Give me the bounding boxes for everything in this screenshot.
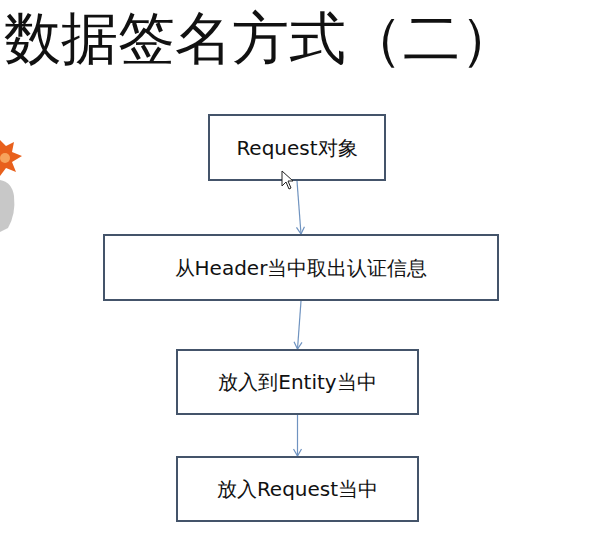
box-label: Request对象 — [236, 136, 357, 160]
gear-icon — [0, 140, 22, 176]
flow-arrow — [297, 181, 301, 234]
process-box: 放入到Entity当中 — [176, 349, 419, 415]
flow-arrow — [298, 301, 302, 349]
flow-arrow — [297, 415, 298, 456]
figure-icon — [0, 180, 14, 232]
process-box: Request对象 — [208, 114, 386, 181]
box-label: 放入Request当中 — [217, 477, 378, 501]
box-label: 放入到Entity当中 — [218, 370, 376, 394]
mouse-cursor — [281, 170, 295, 190]
slide-title: 数据签名方式（二） — [4, 2, 517, 74]
box-label: 从Header当中取出认证信息 — [175, 256, 428, 280]
process-box: 从Header当中取出认证信息 — [103, 234, 499, 301]
gear-center — [0, 153, 10, 163]
process-box: 放入Request当中 — [176, 456, 419, 522]
